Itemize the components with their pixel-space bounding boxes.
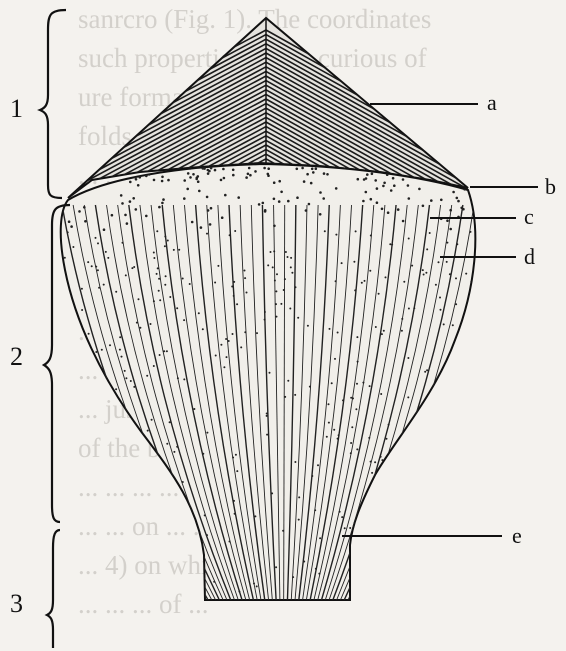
region-label-2: 2: [10, 342, 23, 371]
region-label-1: 1: [10, 94, 23, 123]
region-label-3: 3: [10, 589, 23, 618]
part-label-a: a: [487, 90, 497, 115]
part-label-d: d: [524, 244, 535, 269]
background-text-line: ... ... ... of ...: [78, 589, 209, 619]
part-label-e: e: [512, 523, 522, 548]
part-label-b: b: [545, 174, 556, 199]
part-label-c: c: [524, 204, 534, 229]
region-braces: [40, 10, 70, 648]
